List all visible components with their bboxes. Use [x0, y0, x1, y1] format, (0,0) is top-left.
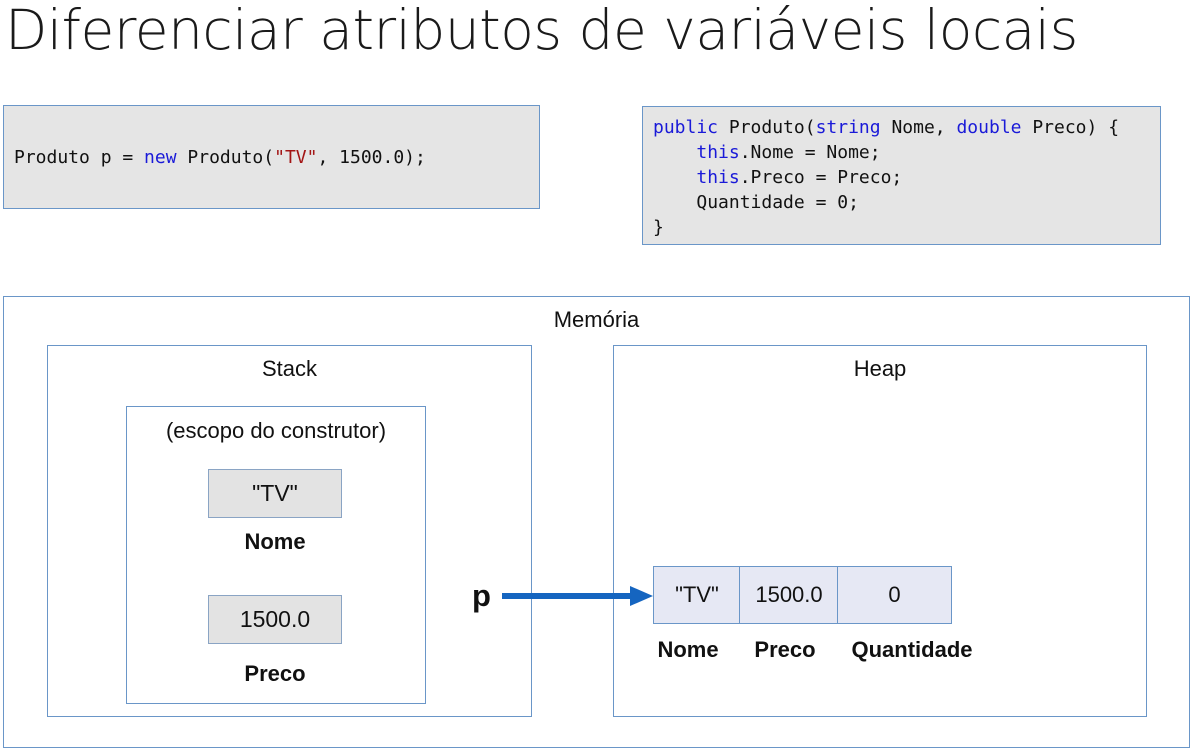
code-keyword: this — [696, 142, 740, 163]
code-line-1: public Produto(string Nome, double Preco… — [653, 115, 1150, 140]
code-text: Preco) { — [1021, 117, 1120, 138]
code-text: Produto( — [176, 146, 275, 168]
stack-var-nome-name: Nome — [244, 529, 306, 554]
heap-field-nome: Nome — [657, 637, 719, 662]
code-keyword: public — [653, 117, 719, 138]
code-keyword: double — [956, 117, 1022, 138]
code-text: Quantidade = 0; — [696, 192, 859, 213]
code-text: .Preco = Preco; — [739, 167, 903, 188]
code-keyword: this — [696, 167, 740, 188]
code-line-4: Quantidade = 0; — [653, 190, 1150, 215]
code-block-instantiation: Produto p = new Produto("TV", 1500.0); — [3, 105, 540, 209]
stack-var-preco-value: 1500.0 — [208, 595, 342, 644]
heap-cell-quantidade: 0 — [837, 566, 952, 624]
memory-label: Memória — [553, 307, 640, 332]
code-text: Nome, — [880, 117, 957, 138]
stack-var-nome-value: "TV" — [208, 469, 342, 518]
heap-field-preco: Preco — [754, 637, 816, 662]
constructor-scope-box — [126, 406, 426, 704]
code-text: Produto p = — [14, 146, 145, 168]
heap-field-quantidade: Quantidade — [851, 637, 973, 662]
pointer-arrow — [502, 586, 653, 606]
code-text: , 1500.0); — [317, 146, 426, 168]
code-block-constructor: public Produto(string Nome, double Preco… — [642, 106, 1161, 245]
code-keyword: new — [144, 146, 177, 168]
slide-title: Diferenciar atributos de variáveis locai… — [5, 0, 1078, 62]
code-line-3: this.Preco = Preco; — [653, 165, 1150, 190]
code-line-2: this.Nome = Nome; — [653, 140, 1150, 165]
stack-label: Stack — [261, 356, 318, 381]
code-line-5: } — [653, 215, 1150, 240]
code-text: Produto( — [718, 117, 816, 138]
heap-label: Heap — [853, 356, 907, 381]
code-string: "TV" — [274, 146, 318, 168]
heap-box — [613, 345, 1147, 717]
code-text: } — [653, 217, 664, 238]
heap-cell-nome: "TV" — [653, 566, 741, 624]
code-text: .Nome = Nome; — [739, 142, 881, 163]
pointer-p-label: p — [472, 578, 491, 613]
code-keyword: string — [815, 117, 881, 138]
heap-cell-preco: 1500.0 — [739, 566, 839, 624]
stack-var-preco-name: Preco — [244, 661, 306, 686]
scope-label: (escopo do construtor) — [165, 418, 387, 443]
